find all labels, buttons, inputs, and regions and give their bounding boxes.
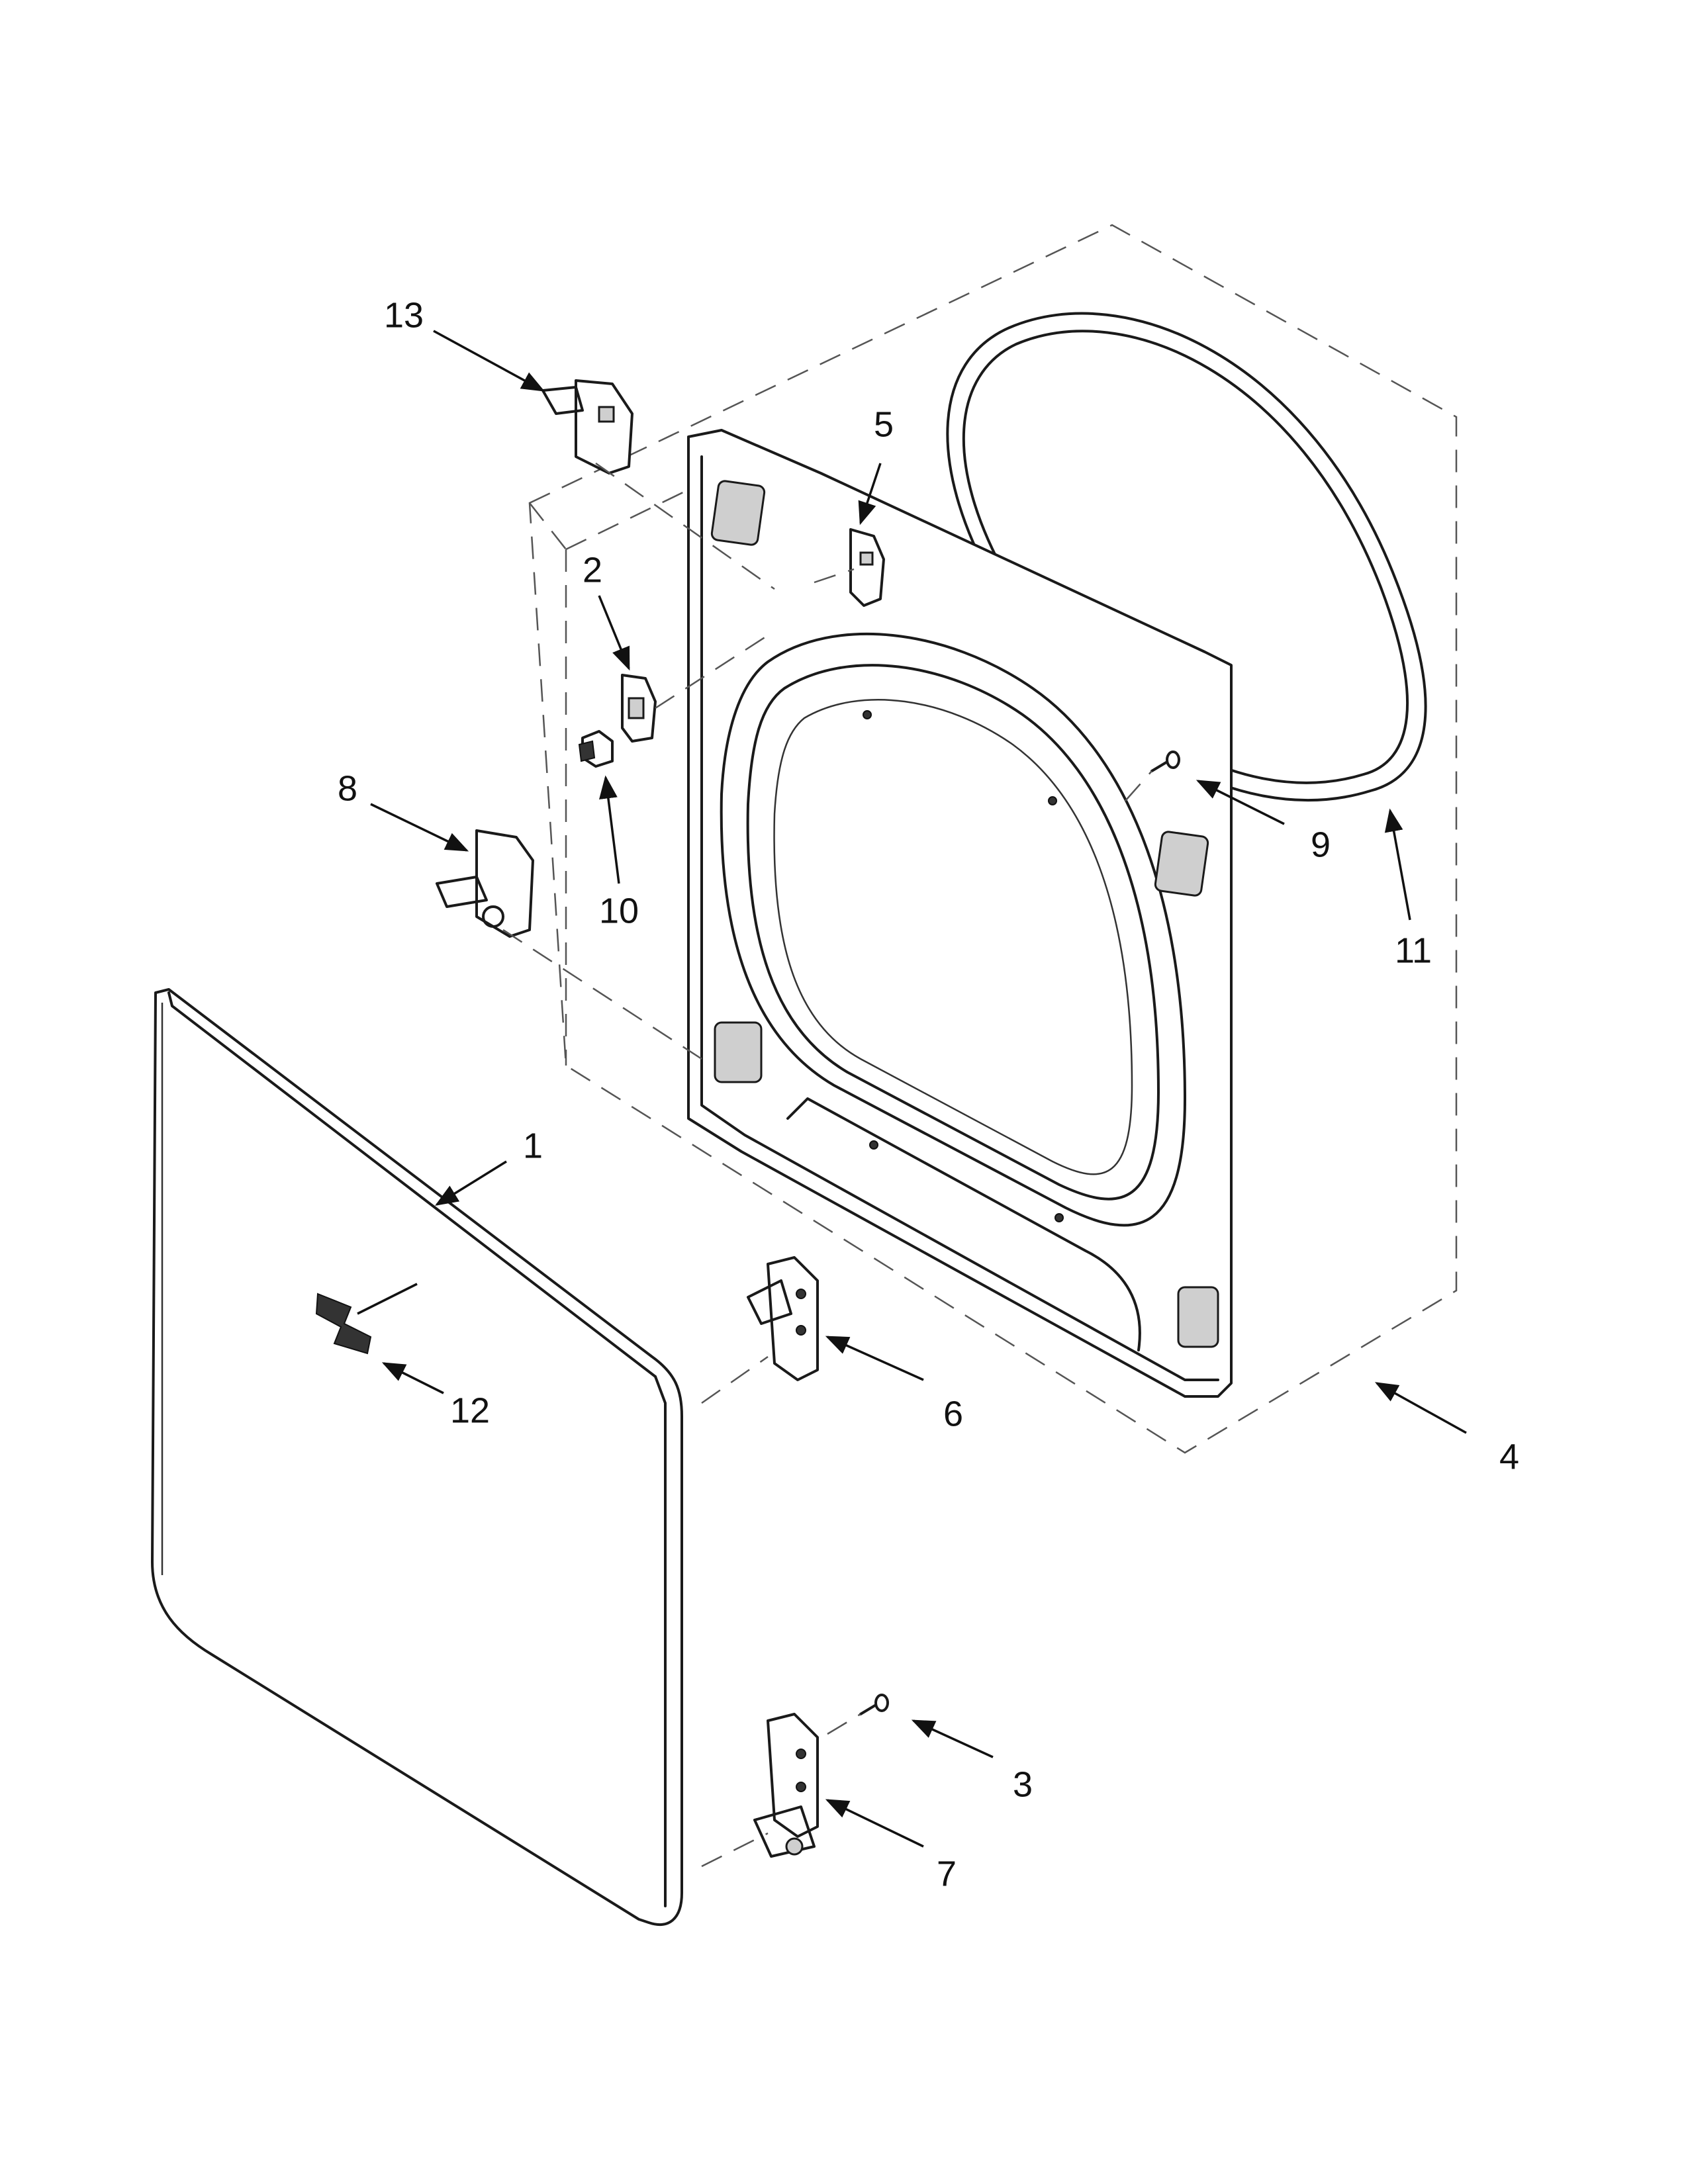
front-panel [687,429,1233,1398]
callout-11: 11 [1395,931,1432,970]
callout-1: 1 [523,1126,543,1165]
alignment-lines [502,462,1152,1868]
bracket-top-left [541,379,633,475]
screw-lower [859,1694,889,1715]
cover-top [849,528,885,607]
lower-hinge [753,1713,819,1858]
callout-3: 3 [1013,1764,1033,1804]
switch-bracket [578,730,614,768]
callout-8: 8 [338,768,357,808]
callout-4: 4 [1499,1437,1519,1477]
callout-9: 9 [1311,825,1331,864]
leader-lines [357,330,1467,1848]
callout-5: 5 [874,404,894,444]
bracket-left [436,829,534,938]
cabinet-outline [528,224,1458,1454]
door [151,988,683,1926]
callout-13: 13 [384,295,424,335]
callout-10: 10 [599,891,639,931]
brand-emblem [315,1293,372,1355]
switch [621,674,657,743]
callout-6: 6 [943,1394,963,1433]
upper-hinge [747,1256,819,1381]
callout-12: 12 [450,1390,490,1430]
screw-upper [1150,751,1180,772]
callout-7: 7 [937,1854,957,1893]
callout-2: 2 [583,550,602,590]
door-seal [946,312,1427,802]
